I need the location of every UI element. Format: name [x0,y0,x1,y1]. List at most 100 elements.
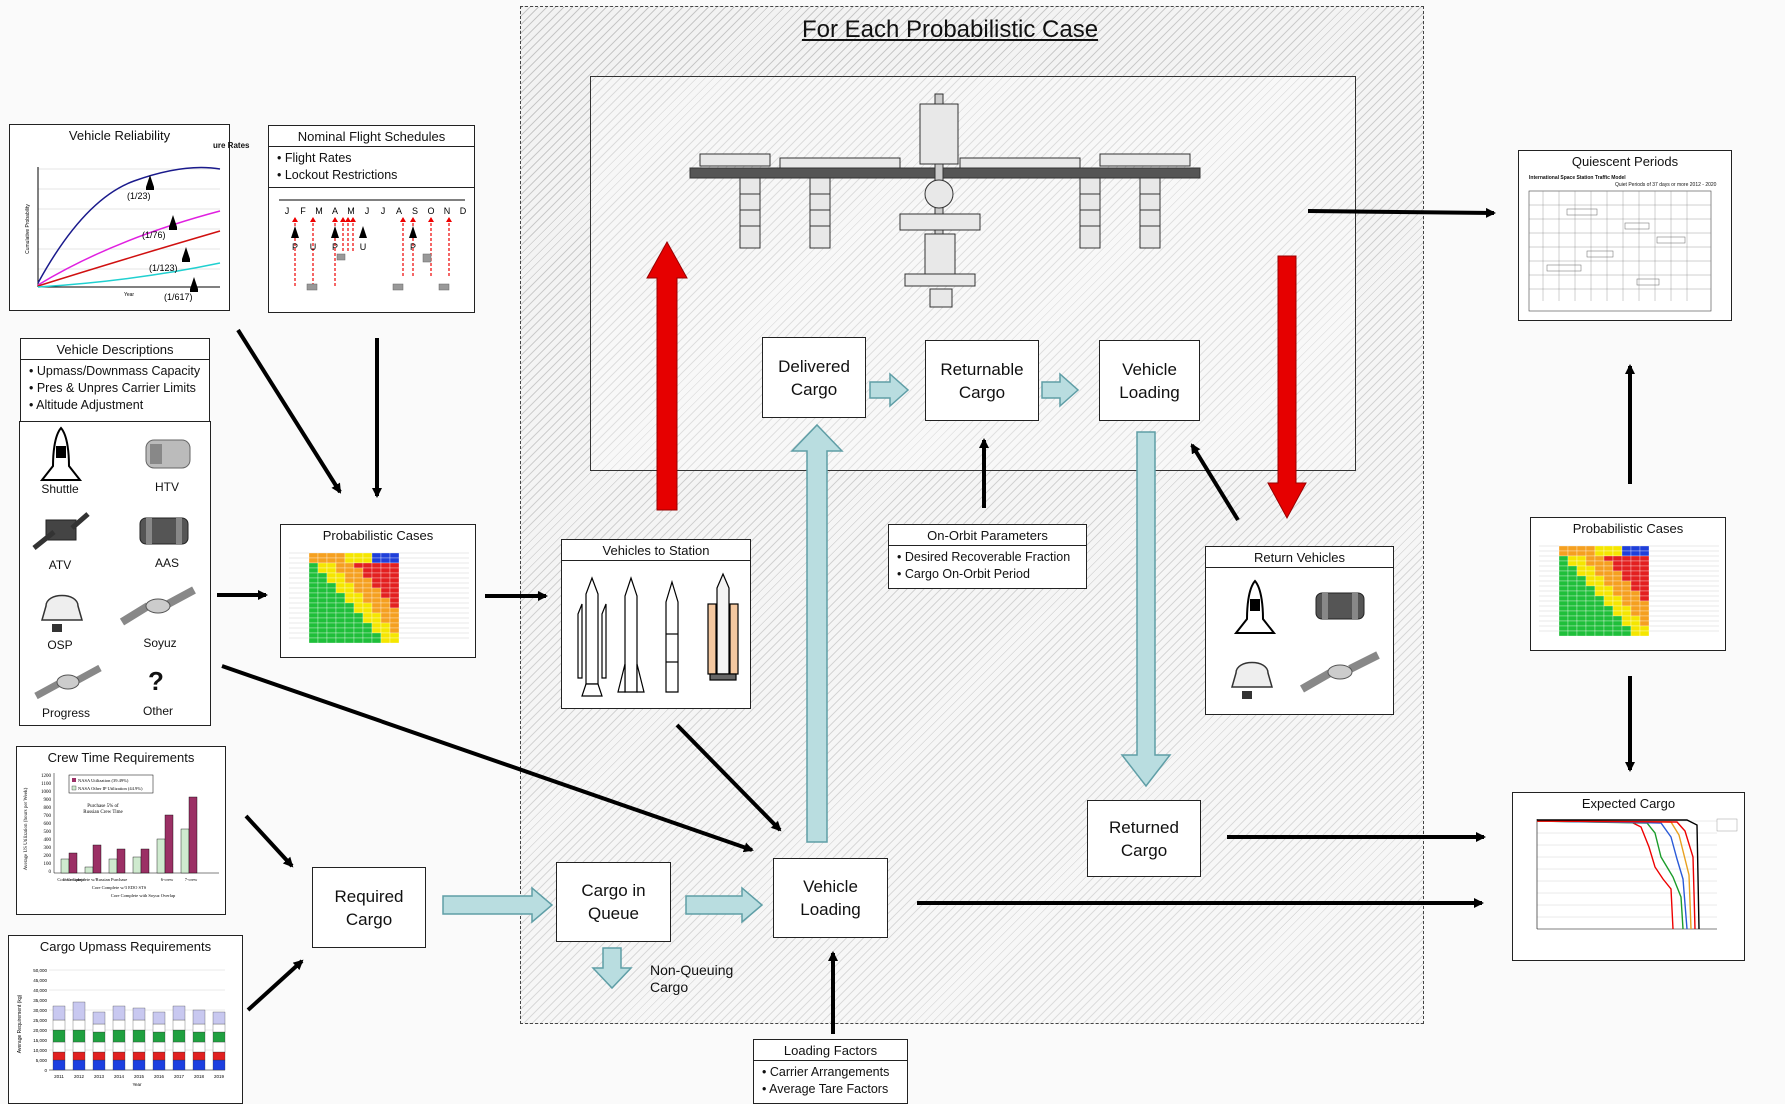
upmass-bar-segment [152,1023,166,1033]
rate-label-4: (1/617) [164,292,193,302]
heatmap-cell [326,572,337,579]
shuttle-icon [331,226,339,238]
heatmap-cell [308,617,319,624]
heatmap-cell [1603,585,1614,592]
heatmap-cell [362,627,373,634]
upmass-bar-segment [172,1051,186,1061]
heatmap-cell [308,622,319,629]
heatmap-cell [1621,625,1632,632]
heatmap-cell [335,572,346,579]
heatmap-cell [1567,610,1578,617]
heatmap-cell [1558,620,1569,627]
vehicle-label-shuttle: Shuttle [41,482,79,496]
heatmap-cell [1630,630,1641,637]
cargo-in-queue-label-2: Queue [587,904,640,923]
heatmap-cell [1621,560,1632,567]
heatmap-cell [389,557,400,564]
heatmap-cell [1594,590,1605,597]
loading-factors-panel: Loading Factors • Carrier Arrangements •… [753,1039,908,1104]
heatmap-cell [389,582,400,589]
heatmap-cell [380,627,391,634]
heatmap-cell [308,582,319,589]
upmass-bar-segment [192,1041,206,1053]
heatmap-cell [1612,600,1623,607]
rocket-icon [665,579,679,693]
heatmap-cell [1639,550,1650,557]
heatmap-cell [344,582,355,589]
heatmap-cell [389,622,400,629]
heatmap-cell [371,577,382,584]
upmass-bar-segment [112,1019,126,1031]
heatmap-cell [326,617,337,624]
heatmap-cell [326,562,337,569]
upmass-year: 2012 [74,1074,85,1079]
vehicles-to-station-title: Vehicles to Station [562,540,750,561]
heatmap-cell [389,607,400,614]
month-label: N [444,206,451,216]
heatmap-cell [317,632,328,639]
heatmap-cell [1585,625,1596,632]
upmass-y-tick: 45,000 [33,978,47,983]
heatmap-cell [1603,545,1614,552]
heatmap-cell [344,552,355,559]
upmass-y-tick: 20,000 [33,1028,47,1033]
heatmap-cell [1621,620,1632,627]
heatmap-cell [335,622,346,629]
heatmap-cell [335,612,346,619]
heatmap-cell [1558,570,1569,577]
heatmap-cell [1567,580,1578,587]
heatmap-cell [1639,590,1650,597]
heatmap-cell [1567,625,1578,632]
heatmap-cell [1567,565,1578,572]
heatmap-cell [1558,605,1569,612]
delivered-cargo-label-2: Cargo [790,379,838,399]
heatmap-cell [1630,610,1641,617]
crew-category: 6-crew [161,877,174,882]
heatmap-cell [1567,615,1578,622]
heatmap-cell [1603,595,1614,602]
heatmap-cell [1558,560,1569,567]
upmass-bar-segment [172,1005,186,1021]
month-label: D [460,206,467,216]
shuttle-icon [359,226,367,238]
expected-cargo-title: Expected Cargo [1581,796,1676,811]
heatmap-cell [1630,555,1641,562]
heatmap-cell [1612,545,1623,552]
crew-legend-item: NASA Other IP Utilization (44.9%) [78,786,143,791]
heatmap-cell [380,612,391,619]
heatmap-cell [362,607,373,614]
heatmap-cell [380,582,391,589]
aas-icon [1315,592,1365,620]
heatmap-cell [326,627,337,634]
heatmap-cell [317,627,328,634]
non-queuing-label-1: Non-Queuing [650,962,734,978]
heatmap-cell [1639,565,1650,572]
heatmap-cell [353,557,364,564]
heatmap-cell [362,632,373,639]
heatmap-cell [335,632,346,639]
heatmap-cell [389,552,400,559]
crew-time-y-axis-label: Average US Utilization (hours per Week) [24,787,29,870]
upmass-bar-segment [212,1031,226,1043]
heatmap-cell [353,617,364,624]
heatmap-cell [1558,630,1569,637]
altitude-adjustment-bullet: • Altitude Adjustment [29,398,144,412]
heatmap-cell [380,557,391,564]
heatmap-cell [335,627,346,634]
heatmap-cell [362,617,373,624]
heatmap-cell [371,627,382,634]
upmass-downmass-bullet: • Upmass/Downmass Capacity [29,364,201,378]
heatmap-cell [371,582,382,589]
upmass-bar-segment [52,1019,66,1031]
upmass-x-axis-label: Year [132,1082,142,1087]
heatmap-cell [344,592,355,599]
upmass-bar-segment [92,1051,106,1061]
heatmap-cell [1576,605,1587,612]
heatmap-cell [1639,580,1650,587]
probabilistic-cases-left-title: Probabilistic Cases [322,528,434,543]
heatmap-cell [1630,625,1641,632]
heatmap-cell [1621,630,1632,637]
heatmap-cell [1567,585,1578,592]
upmass-bar-segment [92,1023,106,1033]
heatmap-cell [1630,565,1641,572]
